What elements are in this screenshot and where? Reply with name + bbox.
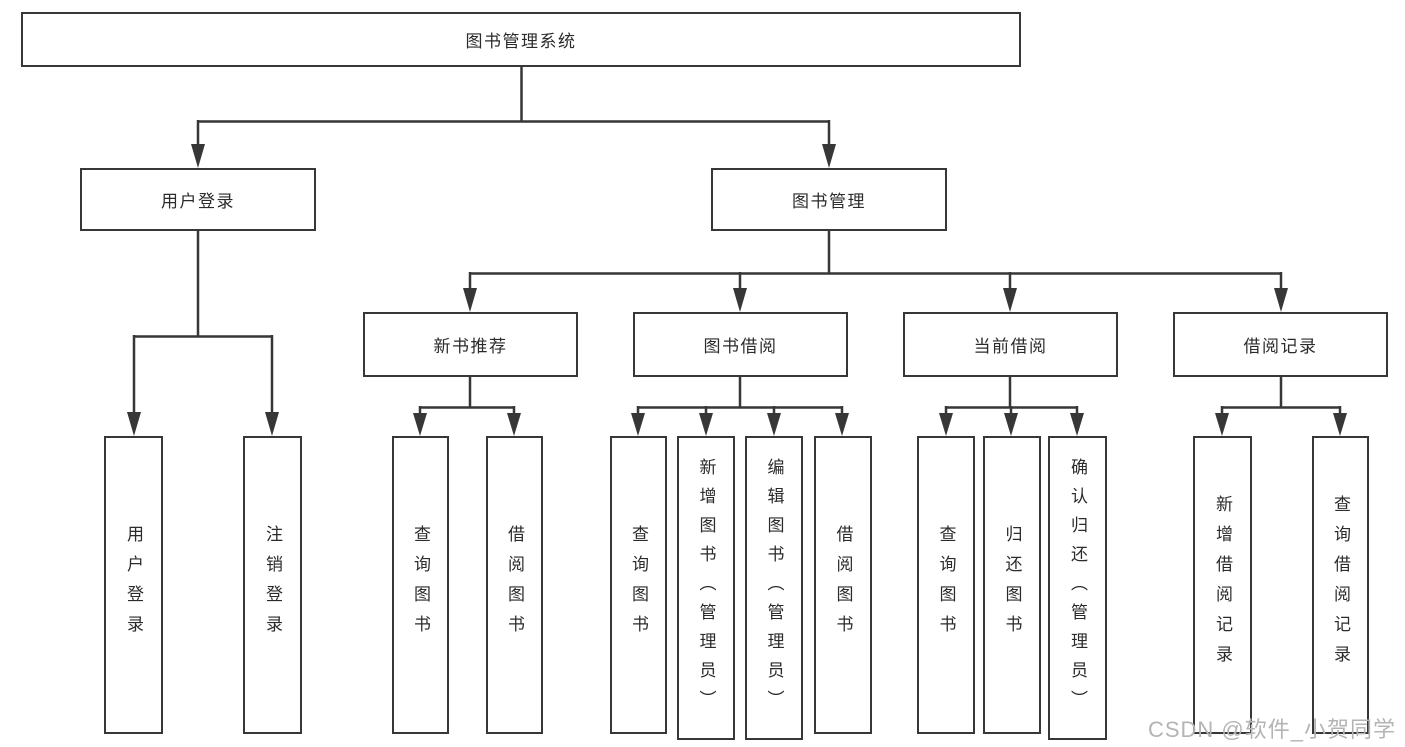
node-user-login: 用户登录 [80,168,316,231]
leaf-cb-return-books: 归还图书 [983,436,1041,734]
leaf-logout: 注销登录 [243,436,302,734]
leaf-bb-query-books: 查询图书 [610,436,667,734]
arrow-borrow-records [1274,288,1288,312]
node-book-borrow-label: 图书借阅 [703,337,778,356]
leaf-bb-query-books-label: 查询图书 [629,525,648,645]
leaf-cb-confirm-return-admin-label: 确认归还（管理员） [1068,457,1087,719]
arrow-bb-edit [767,413,781,436]
node-borrow-records-label: 借阅记录 [1243,337,1318,356]
leaf-nb-borrow-books-label: 借阅图书 [505,525,524,645]
leaf-cb-query-books: 查询图书 [917,436,975,734]
wire-book-borrow-drop [636,377,844,413]
leaf-bb-borrow-books-label: 借阅图书 [833,525,853,645]
arrow-leaf-logout [265,412,279,436]
leaf-bb-add-books-admin-label: 新增图书（管理员） [696,457,716,719]
arrow-new-book-rec [463,288,477,312]
arrow-cb-query [939,413,953,436]
node-book-mgmt: 图书管理 [711,168,947,231]
leaf-br-query-record-label: 查询借阅记录 [1331,495,1350,675]
arrow-cb-confirm [1070,413,1084,436]
arrow-bb-add [699,413,713,436]
leaf-bb-edit-books-admin: 编辑图书（管理员） [745,436,803,740]
leaf-logout-label: 注销登录 [263,525,282,645]
leaf-br-query-record: 查询借阅记录 [1312,436,1369,734]
wire-borrow-records-drop [1220,377,1342,413]
node-book-borrow: 图书借阅 [633,312,848,377]
wire-root-drop [196,67,831,144]
arrow-user-login [191,144,205,168]
arrow-nb-query [413,413,427,436]
leaf-br-add-record: 新增借阅记录 [1193,436,1252,734]
node-new-book-rec: 新书推荐 [363,312,578,377]
leaf-user-login-label: 用户登录 [124,525,143,645]
node-user-login-label: 用户登录 [161,192,235,211]
node-root-label: 图书管理系统 [465,32,577,51]
arrow-book-mgmt [822,144,836,168]
wire-book-mgmt-drop [468,231,1283,288]
node-root: 图书管理系统 [21,12,1021,67]
wire-new-book-rec-drop [418,377,516,413]
node-borrow-records: 借阅记录 [1173,312,1388,377]
arrow-bb-query [631,413,645,436]
leaf-user-login: 用户登录 [104,436,163,734]
wire-current-borrow-drop [944,377,1079,413]
leaf-cb-return-books-label: 归还图书 [1002,525,1022,645]
leaf-nb-query-books: 查询图书 [392,436,449,734]
leaf-bb-borrow-books: 借阅图书 [814,436,872,734]
node-book-mgmt-label: 图书管理 [792,192,866,211]
arrow-cb-return [1004,413,1018,436]
leaf-bb-edit-books-admin-label: 编辑图书（管理员） [764,457,784,719]
arrow-nb-borrow [507,413,521,436]
node-current-borrow: 当前借阅 [903,312,1118,377]
arrow-leaf-user-login [127,412,141,436]
leaf-bb-add-books-admin: 新增图书（管理员） [677,436,735,740]
arrow-current-borrow [1003,288,1017,312]
leaf-cb-confirm-return-admin: 确认归还（管理员） [1048,436,1107,740]
leaf-nb-borrow-books: 借阅图书 [486,436,543,734]
node-current-borrow-label: 当前借阅 [973,337,1048,356]
leaf-cb-query-books-label: 查询图书 [936,525,956,645]
node-new-book-rec-label: 新书推荐 [433,337,508,356]
arrow-book-borrow [733,288,747,312]
arrow-br-add [1215,413,1229,436]
arrow-br-query [1333,413,1347,436]
csdn-watermark: CSDN @软件_小贺同学 [1147,717,1396,742]
wire-user-login-drop [132,231,274,412]
arrow-bb-borrow [835,413,849,436]
leaf-br-add-record-label: 新增借阅记录 [1213,495,1232,675]
leaf-nb-query-books-label: 查询图书 [411,525,430,645]
